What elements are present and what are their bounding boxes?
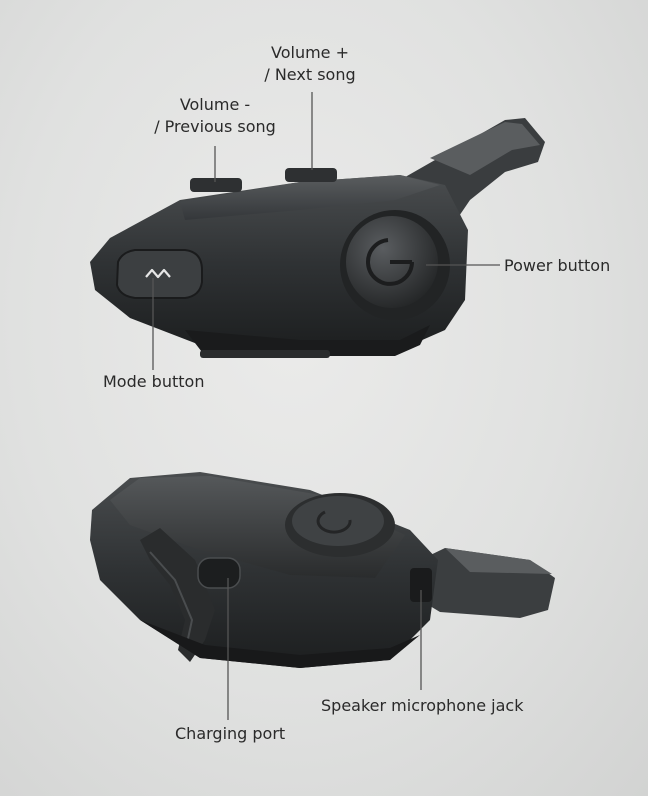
callout-lines <box>152 92 500 720</box>
bottom-device <box>90 472 555 668</box>
label-volume-down-line1: Volume - <box>179 95 251 114</box>
label-volume-up: Volume + / Next song <box>250 42 370 86</box>
label-charging-port: Charging port <box>175 724 286 743</box>
bottom-power-icon <box>316 510 352 534</box>
label-volume-up-line2: / Next song <box>264 65 356 84</box>
top-device <box>90 118 545 358</box>
power-icon <box>366 238 414 286</box>
label-jack: Speaker microphone jack <box>321 696 524 715</box>
label-power-button: Power button <box>504 256 611 275</box>
label-volume-down-line2: / Previous song <box>154 117 276 136</box>
mode-m-icon <box>145 268 171 279</box>
label-mode-button: Mode button <box>103 372 205 391</box>
label-volume-up-line1: Volume + <box>271 43 349 62</box>
label-volume-down: Volume - / Previous song <box>145 94 285 138</box>
